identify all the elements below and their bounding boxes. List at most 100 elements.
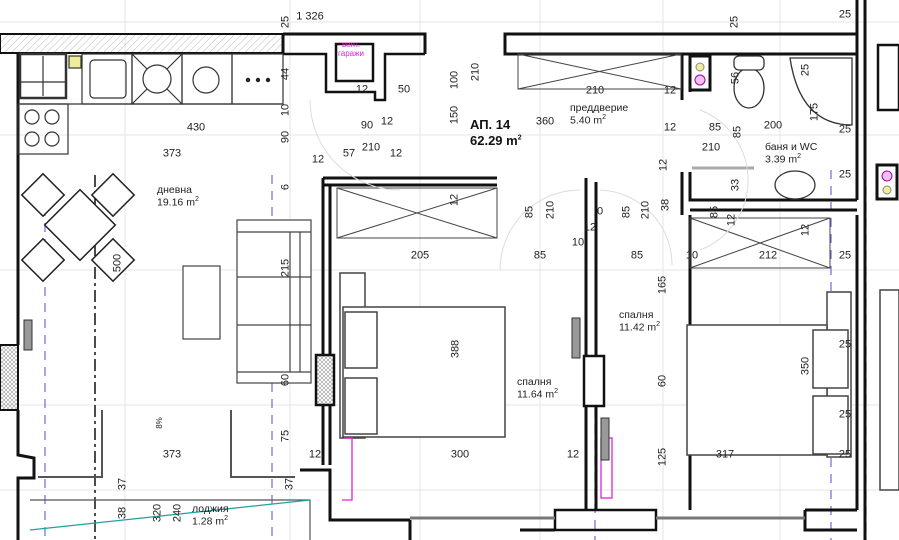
dimension-label: 10 <box>571 236 585 249</box>
room-name: дневна <box>157 184 192 196</box>
dimension-label: 25 <box>838 123 852 136</box>
dimension-label: 12 <box>657 158 670 172</box>
beds <box>339 272 899 491</box>
room-area: 3.39 m <box>765 153 798 166</box>
dimension-label: 44 <box>279 67 292 81</box>
dimension-label: 10 <box>279 103 292 117</box>
dimension-label: 85 <box>523 205 536 219</box>
room-area-exp: 2 <box>194 196 199 204</box>
room-area-exp: 2 <box>554 388 559 396</box>
dimension-label: 12 <box>663 121 677 134</box>
dimension-label: 85 <box>708 205 721 219</box>
dimension-label: 25 <box>799 63 812 77</box>
dimension-label: 37 <box>116 477 129 491</box>
apartment-area-value: 62.29 m <box>470 132 518 148</box>
apartment-number: АП. 14 <box>470 117 511 132</box>
radiators <box>23 317 610 461</box>
dimension-label: 12 <box>311 153 325 166</box>
dimension-label: 50 <box>397 83 411 96</box>
dimension-label: 215 <box>279 258 292 278</box>
dimension-label: 6 <box>279 183 292 191</box>
dimension-label: 38 <box>116 506 129 520</box>
room-name: баня и WC <box>765 141 818 153</box>
dimension-label: 205 <box>410 249 430 262</box>
pipe-line <box>29 499 311 531</box>
dimension-label: 25 <box>279 15 292 29</box>
dimension-label: 300 <box>450 448 470 461</box>
room-area: 11.42 m <box>619 321 657 334</box>
dimension-label: 125 <box>656 447 669 467</box>
dimension-label: 100 <box>448 70 461 90</box>
dimension-label: 165 <box>656 275 669 295</box>
dimension-label: 85 <box>708 121 722 134</box>
room-area-exp: 2 <box>797 153 802 161</box>
room-name: спалня <box>619 309 654 321</box>
dimension-label: 175 <box>808 102 821 122</box>
sofa <box>182 219 312 384</box>
dimension-label: 25 <box>838 338 852 351</box>
dimension-label: 25 <box>838 8 852 21</box>
dining-table <box>20 172 136 283</box>
dimension-label: 317 <box>715 448 735 461</box>
apartment-area-unit-exp: 2 <box>517 134 522 142</box>
dimension-label: 12 <box>583 221 597 234</box>
dimension-label: 430 <box>186 121 206 134</box>
dimension-label: 60 <box>279 373 292 387</box>
room-name: лоджия <box>192 503 229 515</box>
dimension-label: 37 <box>283 477 296 491</box>
dimension-label: 210 <box>361 141 381 154</box>
dimension-label: 12 <box>355 83 369 96</box>
dimension-label: 360 <box>535 115 555 128</box>
dimension-label: 240 <box>171 503 184 523</box>
dimension-label: 12 <box>725 213 738 227</box>
dimension-label: 12 <box>448 193 461 207</box>
dimension-label: 25 <box>838 408 852 421</box>
dimension-label: 0 <box>596 205 604 218</box>
dimension-label: 25 <box>838 168 852 181</box>
dimension-label: 38 <box>659 198 672 212</box>
room-area: 11.64 m <box>517 388 555 401</box>
dimension-label: 85 <box>731 125 744 139</box>
dimension-label: 75 <box>279 429 292 443</box>
kitchen-furniture <box>17 52 284 155</box>
dimension-label: 210 <box>469 62 482 82</box>
dimension-label: 57 <box>342 147 356 160</box>
dimension-label: 320 <box>151 503 164 523</box>
dimension-label: 150 <box>448 105 461 125</box>
room-area-exp: 2 <box>656 321 661 329</box>
dimension-label: 350 <box>799 356 812 376</box>
room-area: 19.16 m <box>157 196 195 209</box>
dimension-label: 85 <box>630 249 644 262</box>
dimension-label: 373 <box>162 147 182 160</box>
vent-label-line1: вент. <box>341 40 360 49</box>
vent-label: вент.гаражи <box>338 40 364 59</box>
dimension-label: 12 <box>799 223 812 237</box>
apartment-area: 62.29 m2 <box>470 133 522 149</box>
dimension-label: 500 <box>111 253 124 273</box>
dimension-label: 90 <box>360 119 374 132</box>
dimension-label: 85 <box>533 249 547 262</box>
dimension-label: 12 <box>566 448 580 461</box>
dimension-label: 33 <box>729 178 742 192</box>
dimension-label: 210 <box>544 200 557 220</box>
dimension-label: 56 <box>729 71 742 85</box>
room-area: 1.28 m <box>192 515 225 528</box>
room-area-exp: 2 <box>224 515 229 523</box>
dimension-label: 25 <box>838 249 852 262</box>
dimension-label: 1 326 <box>296 10 324 23</box>
dimension-label: 90 <box>279 130 292 144</box>
dimension-label: 210 <box>585 84 605 97</box>
walls <box>0 0 867 540</box>
dimension-label: 85 <box>620 205 633 219</box>
room-name: спалня <box>517 376 552 388</box>
dimension-label: 200 <box>763 119 783 132</box>
dimension-label: 25 <box>838 448 852 461</box>
wardrobes <box>336 53 831 269</box>
